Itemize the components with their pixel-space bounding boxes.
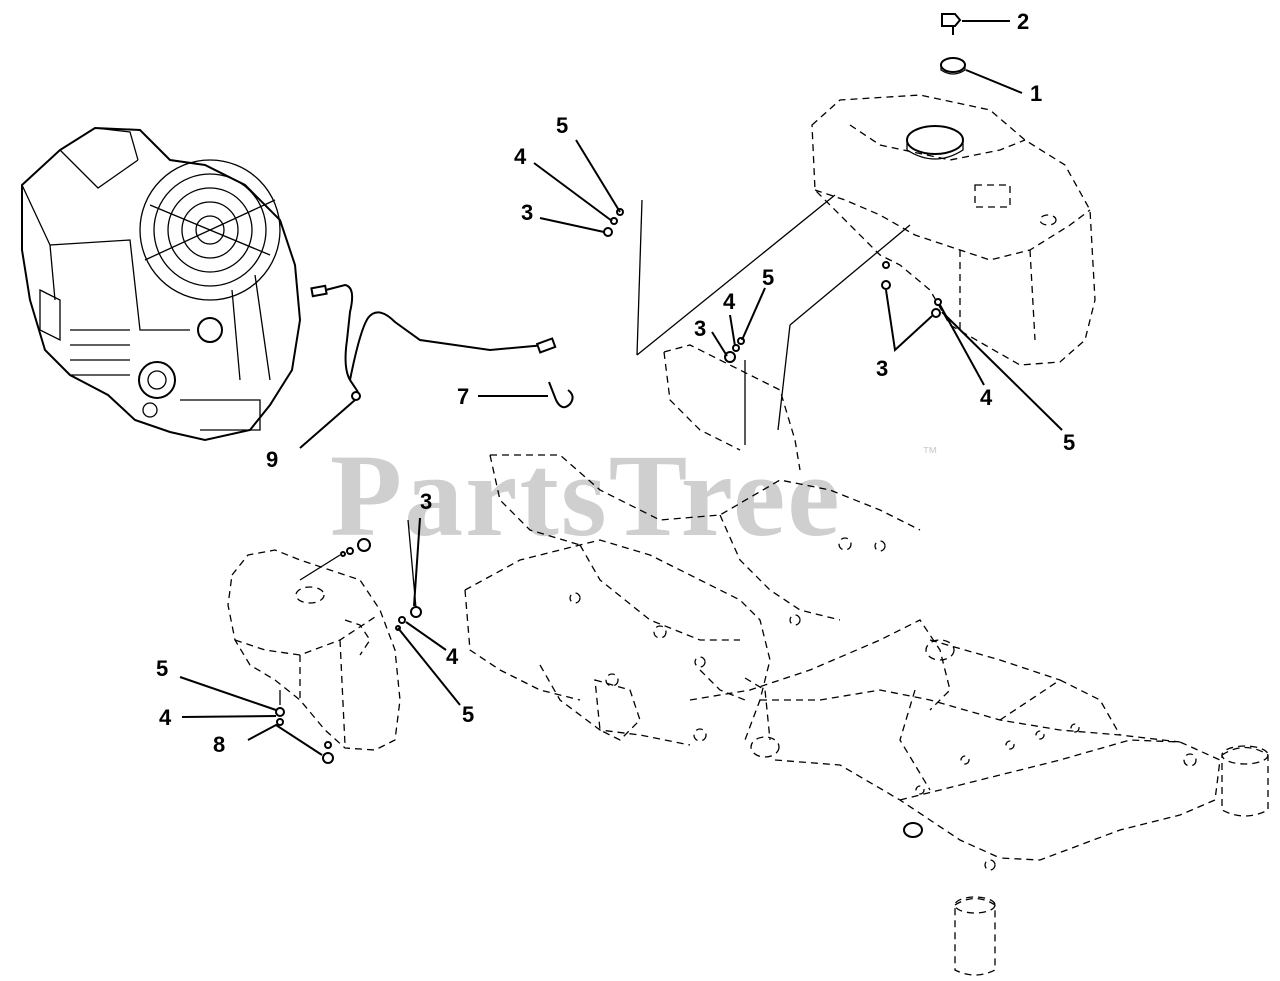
callout-4-top: 4 <box>514 144 527 169</box>
fuel-tank-left[interactable] <box>227 549 401 751</box>
callout-3-top: 3 <box>521 200 533 225</box>
callout-4-left: 4 <box>446 644 459 669</box>
callout-4-bottom-left: 4 <box>159 705 172 730</box>
fuel-line[interactable] <box>310 283 557 401</box>
callout-2-vent: 2 <box>1017 9 1029 34</box>
callout-5-left: 5 <box>462 702 474 727</box>
hose-hook[interactable] <box>548 381 574 409</box>
callout-4-mid: 4 <box>723 289 736 314</box>
callout-5-tank: 5 <box>1063 430 1075 455</box>
vent-fitting[interactable] <box>941 13 962 35</box>
callout-1-fuel-cap: 1 <box>1030 81 1042 106</box>
callout-8-bottom-left: 8 <box>213 732 225 757</box>
callout-3-tank: 3 <box>876 356 888 381</box>
callout-3-mid: 3 <box>694 316 706 341</box>
leader-lines <box>179 20 1063 756</box>
hardware-fasteners <box>275 208 942 764</box>
callout-5-mid: 5 <box>762 265 774 290</box>
callout-4-tank: 4 <box>980 385 993 410</box>
fuel-cap[interactable] <box>940 57 966 75</box>
callout-7-hook: 7 <box>457 384 469 409</box>
fuel-tank-right[interactable] <box>811 94 1096 366</box>
callout-3-left: 3 <box>420 489 432 514</box>
watermark-trademark: ™ <box>922 445 938 462</box>
callout-9-fuel-line: 9 <box>266 447 278 472</box>
mower-frame[interactable] <box>464 344 1269 976</box>
callout-labels: 2 1 5 4 3 5 4 3 3 4 5 7 9 3 4 5 5 4 8 <box>156 9 1075 757</box>
watermark-text: PartsTree <box>330 430 842 561</box>
engine-illustration[interactable] <box>21 126 302 442</box>
callout-5-top: 5 <box>556 113 568 138</box>
callout-5-bottom-left: 5 <box>156 656 168 681</box>
